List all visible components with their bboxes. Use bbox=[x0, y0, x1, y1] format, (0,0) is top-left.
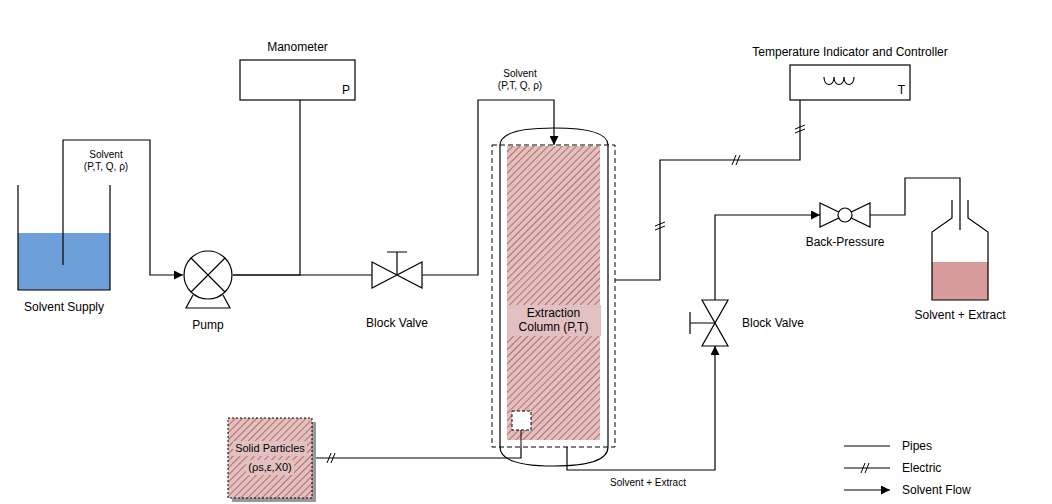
solvent-supply-beaker-shape bbox=[18, 185, 110, 290]
electric-line bbox=[615, 100, 800, 280]
temperature-controller: Temperature Indicator and ControllerT bbox=[790, 65, 910, 100]
node-label: Solvent Supply bbox=[24, 300, 104, 314]
legend-label: Solvent Flow bbox=[902, 483, 971, 497]
legend-row: Electric bbox=[842, 460, 941, 476]
regulator-dial bbox=[838, 208, 852, 222]
block-valve: Block Valve bbox=[686, 300, 730, 346]
legend-line bbox=[844, 445, 890, 446]
legend-sample-elec bbox=[842, 460, 894, 476]
electric-hash bbox=[861, 463, 869, 473]
legend-row: Solvent Flow bbox=[842, 482, 971, 498]
symbol-stroke bbox=[820, 203, 870, 227]
back-pressure-valve-shape bbox=[820, 203, 870, 227]
pump: Pump bbox=[183, 250, 233, 300]
legend-label: Pipes bbox=[902, 439, 932, 453]
node-label: Solvent + Extract bbox=[914, 308, 1005, 322]
back-pressure-valve: Back-Pressure bbox=[820, 203, 870, 227]
manometer-box: ManometerP bbox=[240, 60, 355, 100]
node-label: Manometer bbox=[267, 40, 328, 54]
temperature-controller-shape bbox=[790, 65, 910, 100]
electric-marks bbox=[327, 125, 805, 463]
pipe-line bbox=[715, 215, 820, 300]
symbol-stroke bbox=[191, 258, 225, 292]
pump-body bbox=[184, 251, 232, 299]
node-sublabel: P bbox=[342, 83, 350, 97]
node-label: Extraction Column (P,T) bbox=[507, 305, 601, 336]
collection-bottle: Solvent + Extract bbox=[928, 200, 992, 300]
node-label: Pump bbox=[192, 318, 223, 332]
solvent-liquid bbox=[18, 233, 110, 290]
extraction-column-shape bbox=[492, 145, 615, 447]
block-valve-shape bbox=[372, 262, 422, 288]
symbol-stroke bbox=[932, 200, 988, 300]
stream-label: Solvent + Extract bbox=[609, 477, 687, 489]
solid-particles-box: Solid Particles (ρs,ε,X0) bbox=[228, 418, 312, 498]
legend-line bbox=[844, 489, 890, 490]
extract-liquid bbox=[932, 262, 988, 300]
manometer-box-shape bbox=[240, 60, 355, 100]
symbol-stroke bbox=[372, 262, 422, 288]
symbol-stroke bbox=[959, 200, 960, 230]
instrument-box bbox=[790, 65, 910, 100]
solvent-supply-beaker: Solvent Supply bbox=[18, 185, 110, 290]
collection-bottle-shape bbox=[928, 200, 992, 300]
node-label: Block Valve bbox=[742, 316, 804, 330]
legend-row: Pipes bbox=[842, 438, 932, 454]
symbol-stroke bbox=[824, 77, 854, 85]
symbol-stroke bbox=[18, 185, 110, 290]
stream-label: Solvent (P,T, Q, ρ) bbox=[493, 68, 548, 92]
node-label: Back-Pressure bbox=[806, 235, 885, 249]
node-label: Solid Particles bbox=[233, 441, 307, 456]
sample-cell bbox=[512, 411, 531, 430]
node-sublabel: (ρs,ε,X0) bbox=[246, 460, 294, 475]
extraction-column: Extraction Column (P,T) bbox=[492, 145, 615, 447]
legend-label: Electric bbox=[902, 461, 941, 475]
solid-particles-box-shape bbox=[228, 418, 312, 498]
pipe-line bbox=[233, 100, 300, 275]
node-label: Block Valve bbox=[366, 316, 428, 330]
node-label: Temperature Indicator and Controller bbox=[752, 45, 947, 59]
block-valve: Block Valve bbox=[372, 262, 422, 288]
symbol-stroke bbox=[521, 430, 522, 447]
block-valve-shape bbox=[686, 300, 730, 346]
stream-label: Solvent (P,T, Q, ρ) bbox=[79, 149, 134, 173]
instrument-box bbox=[240, 60, 355, 100]
pipe-line bbox=[870, 178, 960, 215]
particles-bed bbox=[228, 418, 312, 498]
pipe-line bbox=[233, 274, 372, 275]
legend-sample-flow bbox=[842, 482, 894, 498]
electric-line bbox=[312, 447, 521, 458]
legend-sample-pipe bbox=[842, 438, 894, 454]
temperature-jacket bbox=[492, 145, 615, 447]
column-vessel bbox=[500, 128, 608, 466]
packed-bed bbox=[507, 146, 600, 440]
pump-shape bbox=[183, 250, 233, 300]
node-sublabel: T bbox=[898, 83, 905, 97]
symbol-stroke bbox=[62, 185, 63, 265]
symbol-stroke bbox=[702, 300, 728, 346]
